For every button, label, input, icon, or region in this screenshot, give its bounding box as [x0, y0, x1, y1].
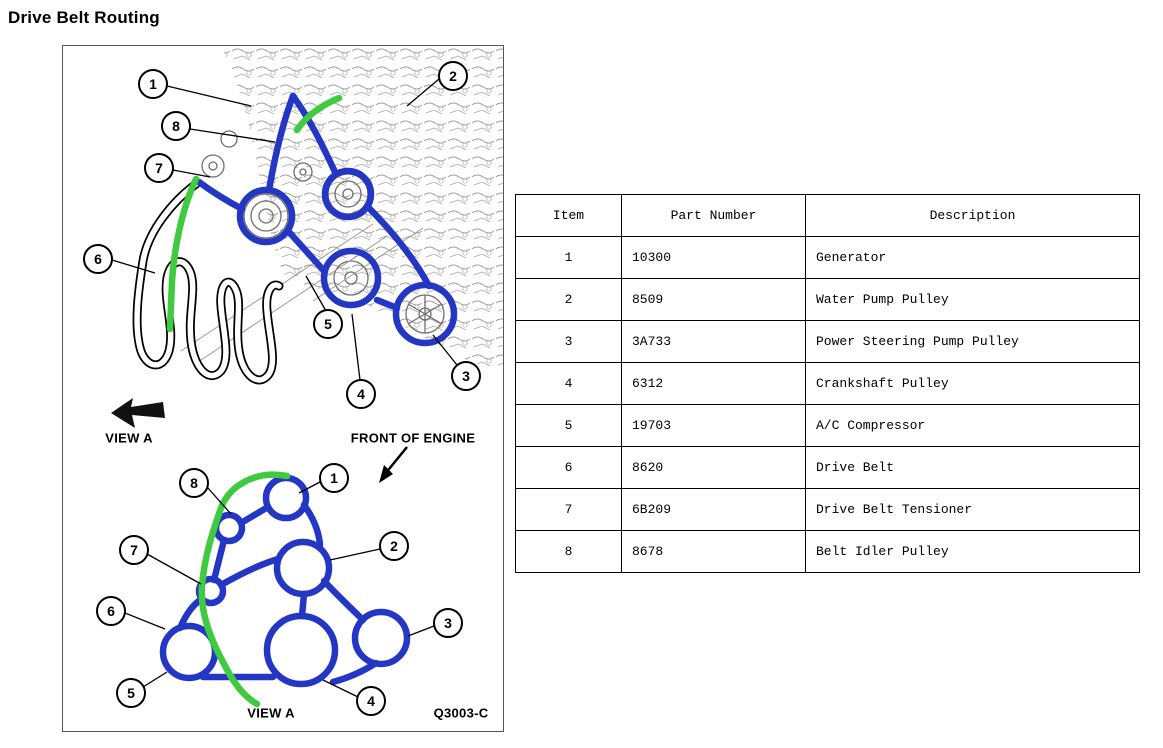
item-cell: 7 [515, 488, 622, 531]
part-number-cell: 3A733 [621, 320, 806, 363]
callout-number: 5 [324, 316, 332, 332]
item-cell: 2 [515, 278, 622, 321]
callout-bottom-3: 3 [433, 608, 463, 638]
callout-bottom-2: 2 [379, 531, 409, 561]
table-row: 1 10300 Generator [515, 236, 1140, 279]
description-cell: Drive Belt Tensioner [805, 488, 1140, 531]
callout-top-7: 7 [144, 153, 174, 183]
callout-top-4: 4 [346, 379, 376, 409]
part-number-cell: 6312 [621, 362, 806, 405]
item-cell: 4 [515, 362, 622, 405]
callout-number: 8 [190, 475, 198, 491]
callout-number: 7 [130, 542, 138, 558]
col-header-part-number: Part Number [621, 194, 806, 237]
callout-number: 5 [127, 685, 135, 701]
view-a-label-bottom: VIEW A [247, 705, 295, 721]
parts-table: Item Part Number Description 1 10300 Gen… [515, 194, 1140, 573]
front-of-engine-label: FRONT OF ENGINE [350, 430, 476, 446]
part-number-cell: 6B209 [621, 488, 806, 531]
callout-bottom-6: 6 [96, 596, 126, 626]
item-cell: 3 [515, 320, 622, 363]
description-cell: A/C Compressor [805, 404, 1140, 447]
item-cell: 1 [515, 236, 622, 279]
col-header-item: Item [515, 194, 622, 237]
callout-top-5: 5 [313, 309, 343, 339]
table-row: 2 8509 Water Pump Pulley [515, 278, 1140, 321]
callout-number: 2 [449, 68, 457, 84]
view-a-label-top: VIEW A [105, 430, 153, 446]
callout-number: 4 [367, 693, 375, 709]
callout-number: 1 [330, 470, 338, 486]
item-cell: 5 [515, 404, 622, 447]
part-number-cell: 19703 [621, 404, 806, 447]
callout-number: 7 [155, 160, 163, 176]
col-header-description: Description [805, 194, 1140, 237]
description-cell: Drive Belt [805, 446, 1140, 489]
callout-number: 4 [357, 386, 365, 402]
table-row: 4 6312 Crankshaft Pulley [515, 362, 1140, 405]
callout-top-8: 8 [161, 111, 191, 141]
callout-top-2: 2 [438, 61, 468, 91]
description-cell: Generator [805, 236, 1140, 279]
part-number-cell: 8678 [621, 530, 806, 573]
table-row: 7 6B209 Drive Belt Tensioner [515, 488, 1140, 531]
figure-code-label: Q3003-C [433, 705, 489, 721]
part-number-cell: 10300 [621, 236, 806, 279]
callout-bottom-7: 7 [119, 535, 149, 565]
part-number-cell: 8509 [621, 278, 806, 321]
callout-number: 3 [462, 368, 470, 384]
callout-number: 8 [172, 118, 180, 134]
description-cell: Belt Idler Pulley [805, 530, 1140, 573]
description-cell: Power Steering Pump Pulley [805, 320, 1140, 363]
loose-belt [132, 179, 284, 385]
page-title: Drive Belt Routing [8, 8, 160, 27]
table-row: 3 3A733 Power Steering Pump Pulley [515, 320, 1140, 363]
table-row: 5 19703 A/C Compressor [515, 404, 1140, 447]
leader-lines [111, 78, 458, 698]
callout-bottom-1: 1 [319, 463, 349, 493]
table-header-row: Item Part Number Description [515, 194, 1140, 237]
view-a-arrow-icon [111, 398, 165, 428]
callout-top-1: 1 [138, 69, 168, 99]
part-number-cell: 8620 [621, 446, 806, 489]
description-cell: Crankshaft Pulley [805, 362, 1140, 405]
callout-bottom-4: 4 [356, 686, 386, 716]
description-cell: Water Pump Pulley [805, 278, 1140, 321]
item-cell: 8 [515, 530, 622, 573]
callout-top-3: 3 [451, 361, 481, 391]
callout-number: 1 [149, 76, 157, 92]
diagram-artwork [111, 46, 503, 708]
callout-number: 3 [444, 615, 452, 631]
callout-bottom-8: 8 [179, 468, 209, 498]
callout-number: 6 [94, 251, 102, 267]
table-row: 6 8620 Drive Belt [515, 446, 1140, 489]
belt-green-paths [166, 94, 343, 708]
belt-routing-diagram: 1 2 8 7 6 5 4 3 8 1 7 2 6 3 5 4 VIEW A F… [62, 45, 504, 732]
item-cell: 6 [515, 446, 622, 489]
callout-number: 6 [107, 603, 115, 619]
table-row: 8 8678 Belt Idler Pulley [515, 530, 1140, 573]
front-of-engine-arrow [379, 446, 408, 483]
callout-top-6: 6 [83, 244, 113, 274]
callout-number: 2 [390, 538, 398, 554]
callout-bottom-5: 5 [116, 678, 146, 708]
